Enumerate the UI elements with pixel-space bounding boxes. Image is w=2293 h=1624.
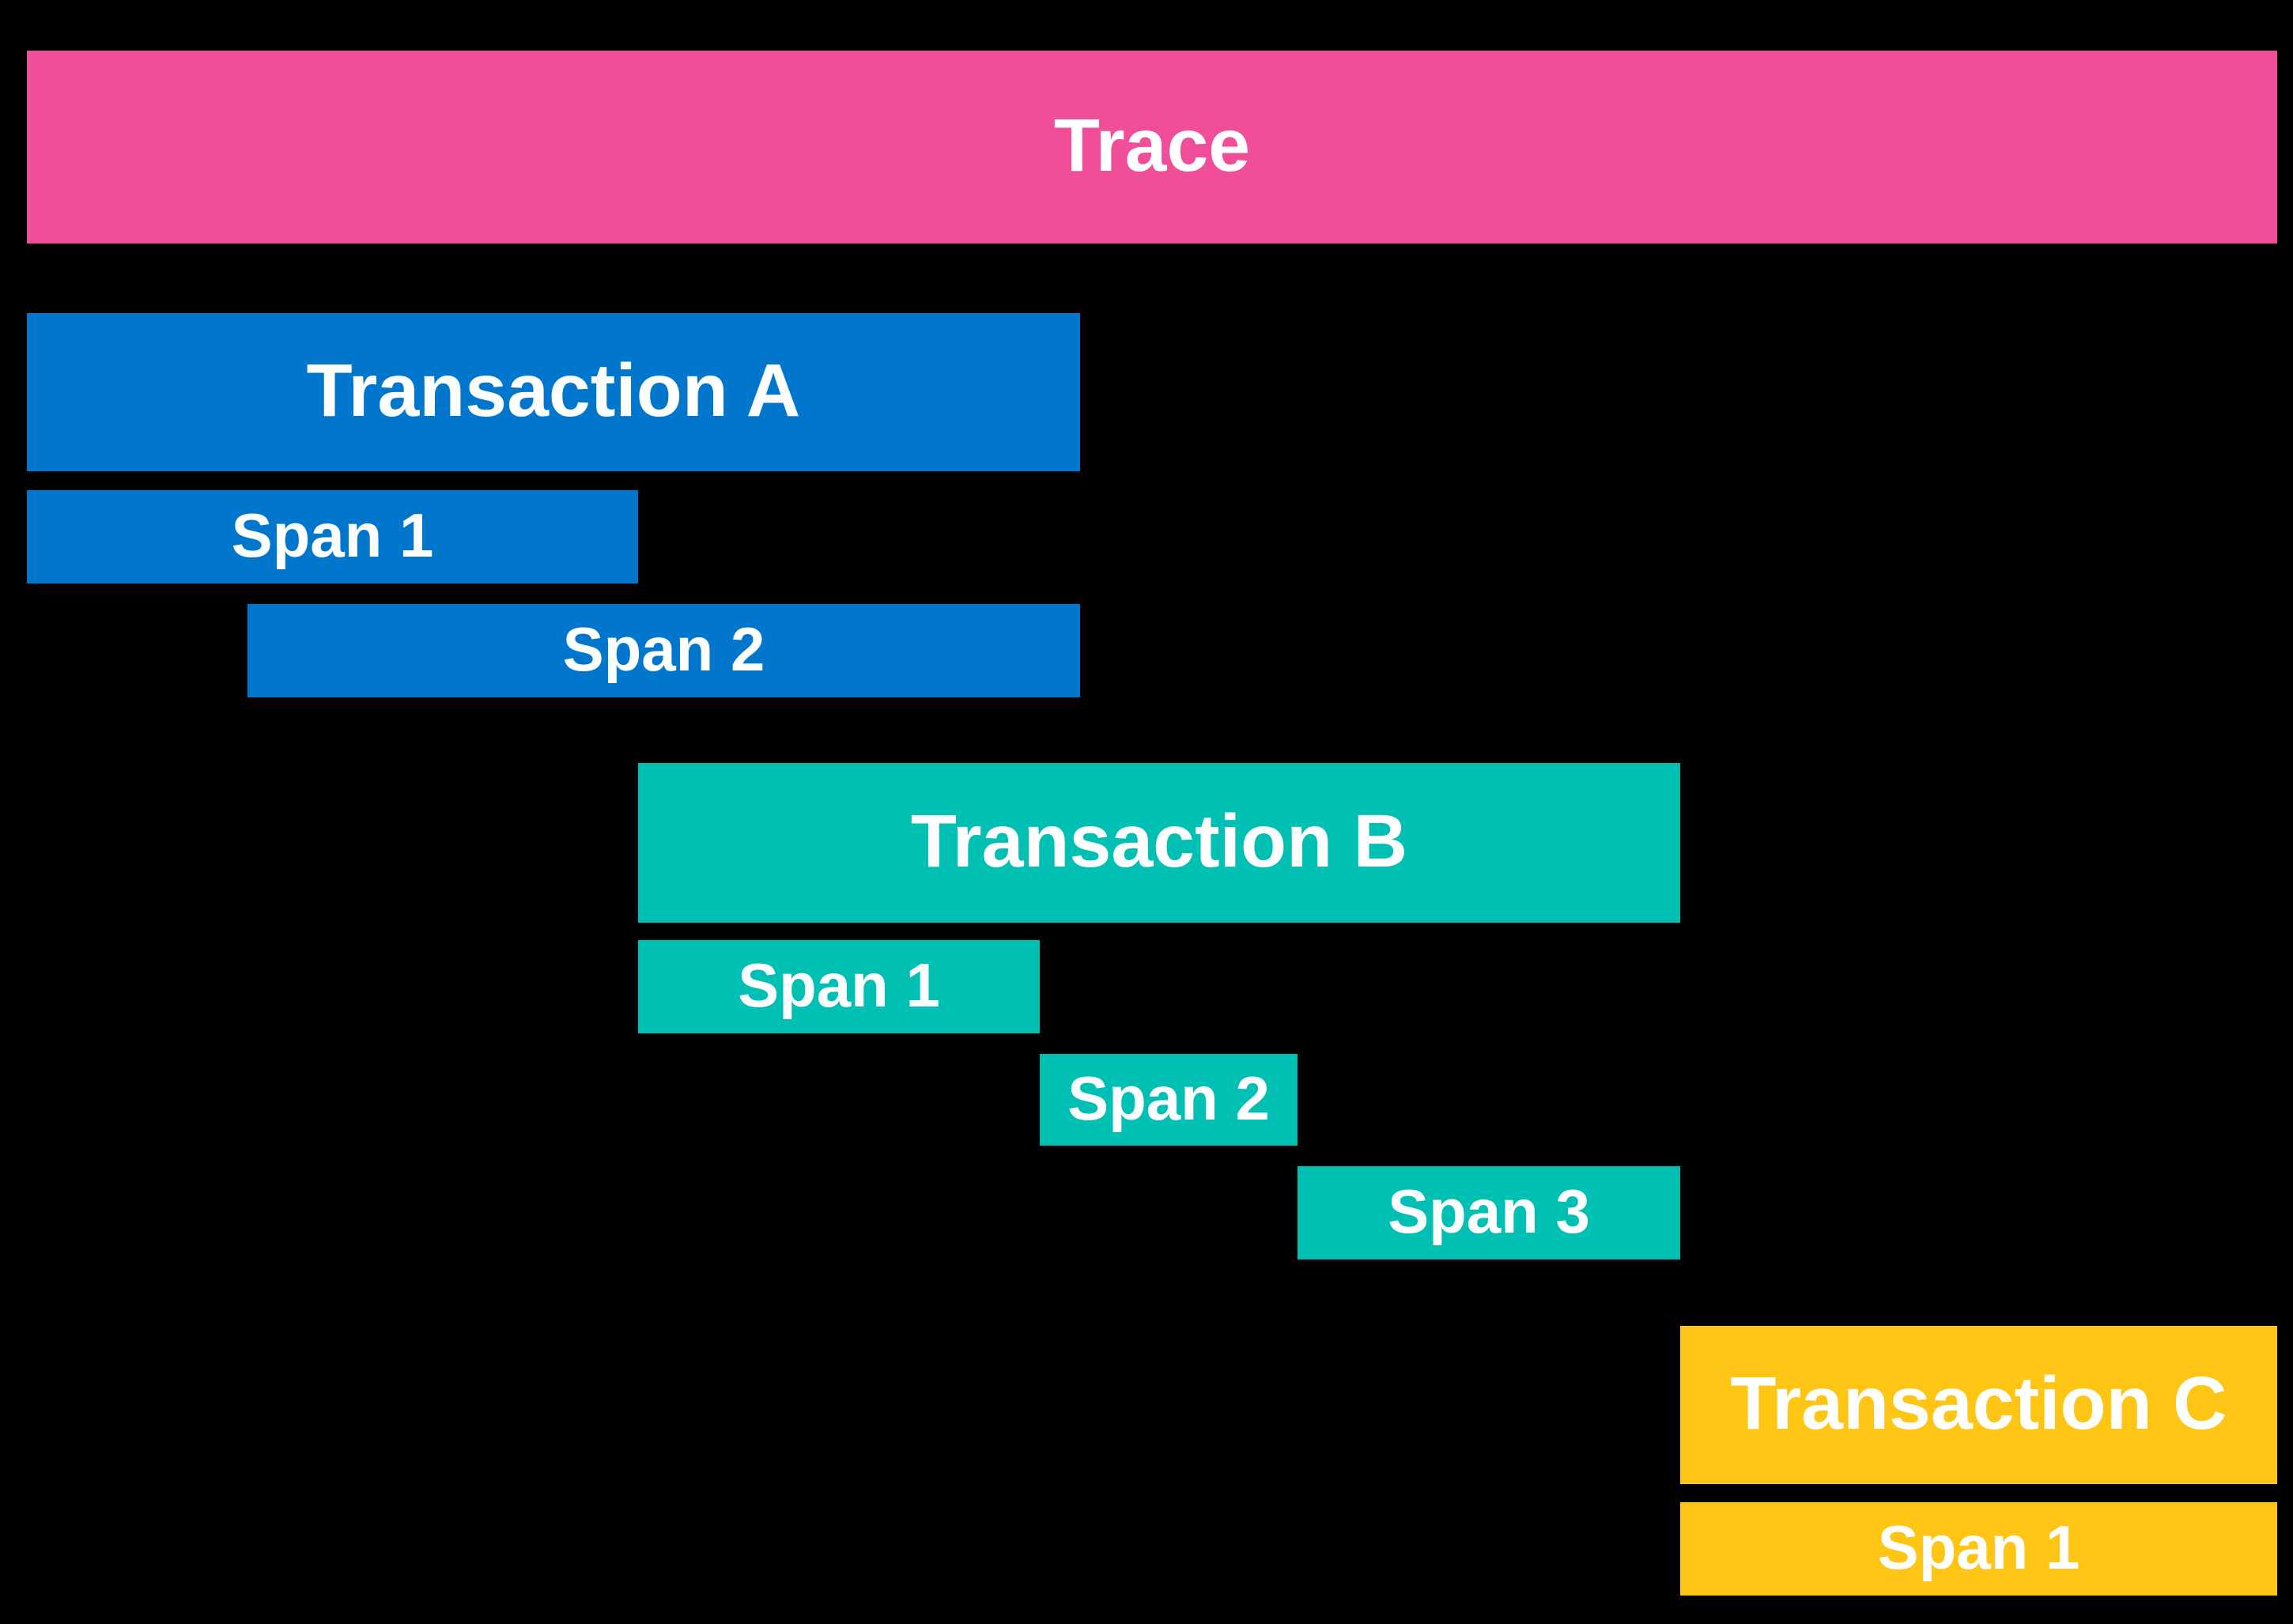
transaction-a-span-2-bar: Span 2 (247, 604, 1080, 697)
transaction-c-span-1-label: Span 1 (1877, 1513, 2080, 1582)
transaction-a-label: Transaction A (306, 348, 801, 432)
transaction-b-span-1-label: Span 1 (738, 950, 940, 1020)
transaction-b-span-2-bar: Span 2 (1040, 1054, 1298, 1146)
transaction-b-bar: Transaction B (638, 763, 1680, 923)
transaction-b-span-3-label: Span 3 (1388, 1176, 1590, 1246)
transaction-a-span-1-label: Span 1 (231, 500, 434, 570)
trace-label: Trace (1053, 103, 1251, 187)
transaction-b-span-3-bar: Span 3 (1298, 1166, 1680, 1260)
transaction-b-label: Transaction B (910, 799, 1408, 883)
transaction-c-bar: Transaction C (1680, 1326, 2277, 1484)
transaction-a-bar: Transaction A (27, 313, 1080, 471)
transaction-b-span-2-label: Span 2 (1067, 1063, 1270, 1133)
transaction-c-label: Transaction C (1730, 1361, 2227, 1445)
trace-bar: Trace (27, 51, 2277, 244)
transaction-c-span-1-bar: Span 1 (1680, 1502, 2277, 1596)
transaction-a-span-2-label: Span 2 (562, 614, 765, 684)
transaction-a-span-1-bar: Span 1 (27, 490, 638, 584)
transaction-b-span-1-bar: Span 1 (638, 940, 1040, 1033)
